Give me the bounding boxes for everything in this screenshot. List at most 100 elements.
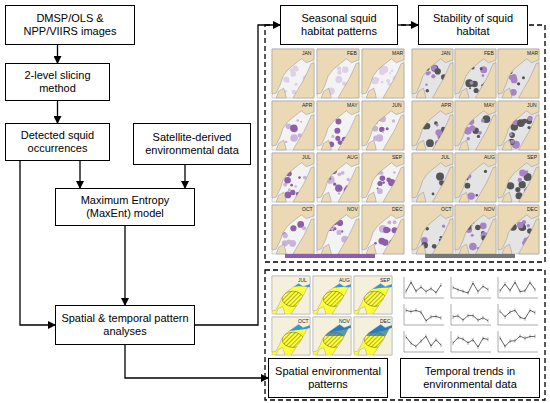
squid-spot [425,83,427,85]
squid-spot [289,68,293,72]
squid-spot [470,81,474,85]
land [373,287,392,314]
month-label: JUN [527,103,537,108]
land [338,167,359,202]
trend-chart [451,304,491,325]
squid-spot [290,225,296,231]
month-label: MAR [527,51,538,56]
map-cell [455,153,496,202]
squid-spot [381,81,384,84]
land [502,192,512,202]
squid-spot [341,171,345,175]
squid-spot [431,74,435,78]
process-box: Stability of squid habitat [418,5,528,45]
land [276,244,286,254]
land [519,167,540,202]
map-sea [272,153,314,202]
land [383,115,404,150]
box-text: Spatial environmental patterns [273,365,383,391]
map-sea [412,153,453,202]
land [519,115,540,150]
squid-spot [442,225,445,228]
land [338,115,359,150]
month-label: SEP [527,155,537,160]
month-label: OCT [441,207,452,212]
land [293,167,314,202]
squid-spot [436,172,444,180]
squid-spot [283,233,288,238]
squid-spot [469,125,475,131]
land [321,192,331,202]
squid-spot [347,178,350,181]
map-cell [317,101,359,150]
land [321,140,331,150]
map-sea [317,101,359,150]
squid-spot [469,87,471,89]
squid-spot [510,140,514,144]
squid-spot [522,119,527,124]
process-box: Detected squid occurrences [5,123,110,161]
squid-spot [527,224,530,227]
squid-spot [290,125,297,132]
squid-spot [336,230,341,235]
squid-spot [335,118,341,124]
land [293,115,314,150]
squid-spot [465,79,473,87]
month-label: MAY [347,103,357,108]
squid-spot [387,221,391,225]
land [476,167,497,202]
month-label: FEB [484,51,494,56]
squid-spot [335,185,342,192]
map-cell [498,101,539,150]
process-box: DMSP/OLS & NPP/VIIRS images [5,5,135,45]
squid-spot [480,67,483,70]
flow-arrow [79,161,80,188]
map-cell [317,49,359,98]
land [476,63,497,98]
squid-spot [509,132,515,138]
map-sea [313,317,351,355]
map-sea [354,276,392,314]
month-label: MAR [392,51,403,56]
map-sea [317,153,359,202]
squid-spot [480,222,487,229]
month-label: JAN [441,51,450,56]
map-sea [362,101,404,150]
land [338,63,359,98]
squid-spot [386,127,389,130]
squid-spot [518,178,523,183]
map-cell [362,101,404,150]
month-label: JAN [302,51,311,56]
land [476,115,497,150]
map-sea [455,205,496,254]
land [366,88,376,98]
trend-chart [498,331,538,352]
squid-spot [377,181,382,186]
squid-spot [509,133,513,137]
squid-spot [527,116,532,121]
squid-spot [393,220,397,224]
land [276,306,285,314]
trend-chart [498,304,538,325]
process-box: Spatial & temporal pattern analyses [55,305,195,345]
box-text: Maximum Entropy (MaxEnt) model [60,194,190,220]
month-label: AUG [339,278,350,283]
month-label: DEC [527,207,538,212]
squid-spot [426,139,434,147]
map-cell [455,205,496,254]
squid-spot [467,137,470,140]
squid-spot [511,76,518,83]
squid-spot [379,127,384,132]
squid-spot [478,131,482,135]
map-cell [354,317,392,355]
squid-spot [426,72,430,76]
map-cell [455,49,496,98]
squid-spot [481,119,485,123]
land [502,88,512,98]
squid-spot [464,183,470,189]
squid-spot [289,240,296,247]
process-box: Satellite-derived environmental data [133,123,251,165]
flow-arrow [398,24,418,25]
map-sea [272,101,314,150]
land [459,88,469,98]
